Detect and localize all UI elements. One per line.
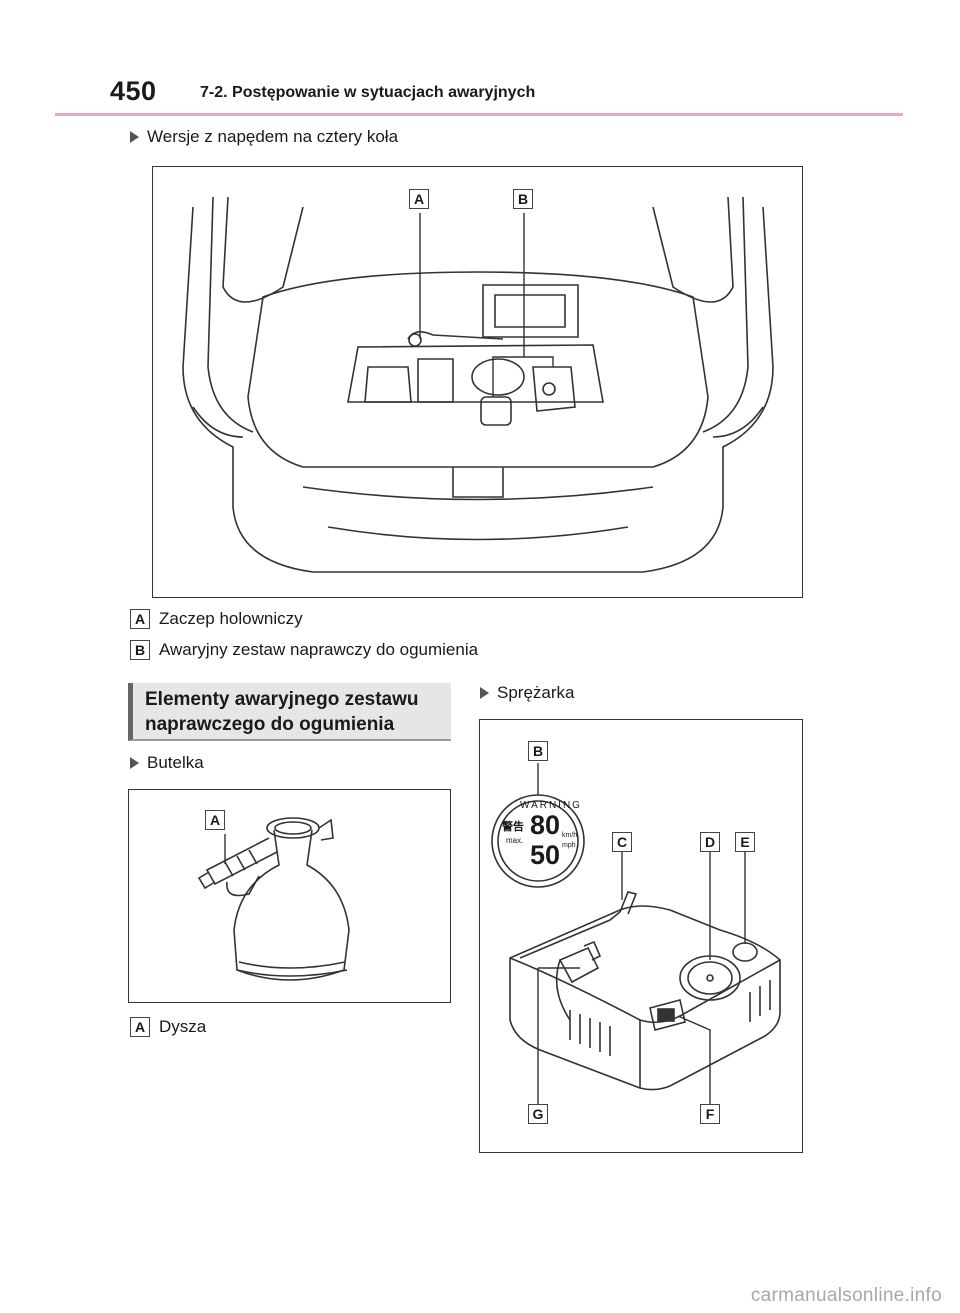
legend-letter: A [130,609,150,629]
legend-row-b: B Awaryjny zestaw naprawczy do ogumienia [130,640,478,660]
section-heading: Elementy awaryjnego zestawu naprawczego … [128,683,451,741]
sticker-kanji: 警告 [502,821,524,833]
trunk-callout-b: B [513,189,533,209]
legend-row-a: A Zaczep holowniczy [130,609,303,629]
compressor-figure: WARNING 警告 max. 80 50 km/h mph B C D E G… [479,719,803,1153]
compressor-callout-g: G [528,1104,548,1124]
compressor-illustration [491,763,781,1104]
compressor-callout-f: F [700,1104,720,1124]
legend-letter: A [130,1017,150,1037]
page-number: 450 [110,76,157,106]
bottle-figure: A [128,789,451,1003]
section-four-wd: Wersje z napędem na cztery koła [130,127,398,147]
compressor-callout-c: C [612,832,632,852]
warning-sticker: WARNING 警告 max. 80 50 km/h mph [490,796,588,890]
section-four-wd-label: Wersje z napędem na cztery koła [147,127,399,146]
bullet-triangle-icon [130,131,139,143]
sticker-max: max. [506,836,524,845]
legend-text: Dysza [159,1017,207,1036]
legend-text: Zaczep holowniczy [159,609,303,628]
trunk-figure: A B [152,166,803,598]
sticker-speed-kmh: 80 [530,810,561,840]
section-compressor: Sprężarka [480,683,574,703]
section-heading-line2: naprawczego do ogumienia [145,714,395,735]
header-divider [55,113,903,116]
trunk-callout-a: A [409,189,429,209]
watermark: carmanualsonline.info [750,1285,942,1306]
bottle-legend-row-a: A Dysza [130,1017,206,1037]
bullet-triangle-icon [130,757,139,769]
section-bottle-label: Butelka [147,753,204,772]
section-compressor-label: Sprężarka [497,683,575,702]
section-heading-line1: Elementy awaryjnego zestawu [145,689,419,710]
chapter-title: 7-2. Postępowanie w sytuacjach awaryjnyc… [200,84,536,101]
sticker-unit-kmh: km/h [562,832,578,839]
compressor-callout-d: D [700,832,720,852]
legend-letter: B [130,640,150,660]
bottle-callout-a: A [205,810,225,830]
sticker-warning-text: WARNING [520,800,582,811]
bottle-illustration [197,817,350,981]
section-bottle: Butelka [130,753,204,773]
bullet-triangle-icon [480,687,489,699]
compressor-callout-b: B [528,741,548,761]
trunk-illustration [182,196,774,573]
compressor-callout-e: E [735,832,755,852]
sticker-unit-mph: mph [562,842,576,849]
legend-text: Awaryjny zestaw naprawczy do ogumienia [159,640,479,659]
sticker-speed-mph: 50 [530,840,561,870]
